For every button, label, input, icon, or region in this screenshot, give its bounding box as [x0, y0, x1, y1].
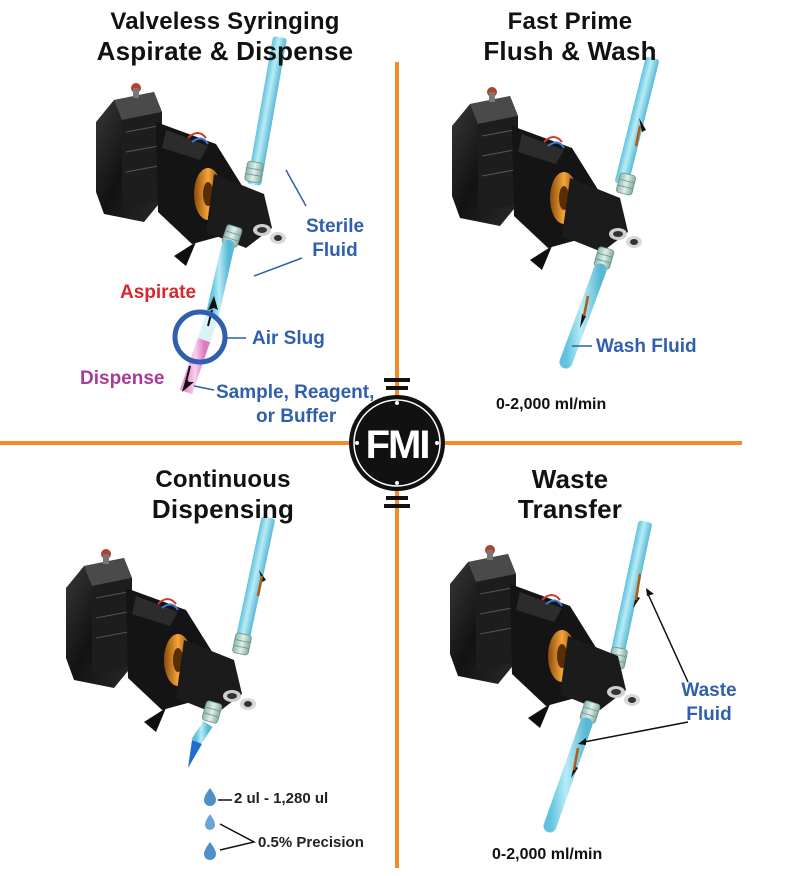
- bottom-right-title-line2: Transfer: [517, 494, 623, 524]
- waste-fluid-label-line2: Fluid: [686, 704, 732, 725]
- aspirate-label: Aspirate: [120, 282, 197, 303]
- droplet-icon: [205, 814, 215, 830]
- air-slug-ring: [172, 309, 228, 365]
- fmi-logo-text: FMI: [366, 423, 429, 467]
- air-slug-label: Air Slug: [252, 328, 325, 349]
- top-right-title-line1: Fast Prime: [507, 8, 633, 35]
- top-right-illustration: [451, 56, 659, 369]
- top-left-illustration: [95, 36, 307, 395]
- top-right-flow-rate: 0-2,000 ml/min: [496, 396, 607, 413]
- bottom-left-title-line2: Dispensing: [151, 494, 295, 524]
- top-left-title-line2: Aspirate & Dispense: [96, 36, 354, 66]
- droplet-icon: [204, 842, 216, 860]
- dispense-label: Dispense: [80, 368, 165, 389]
- volume-range-label: 2 ul - 1,280 ul: [234, 790, 329, 807]
- sterile-fluid-label-line2: Fluid: [312, 240, 358, 261]
- bottom-right-flow-rate: 0-2,000 ml/min: [492, 846, 603, 863]
- bottom-left-title-line1: Continuous: [155, 466, 291, 493]
- wash-fluid-label: Wash Fluid: [596, 336, 697, 357]
- top-right-title-line2: Flush & Wash: [483, 36, 657, 66]
- waste-fluid-label-line1: Waste: [681, 680, 737, 701]
- top-left-title-line1: Valveless Syringing: [110, 8, 340, 35]
- bottom-right-illustration: [449, 520, 689, 833]
- bottom-right-title-line1: Waste: [531, 464, 609, 494]
- sample-label-line2: or Buffer: [256, 406, 337, 427]
- bottom-left-illustration: [65, 516, 275, 860]
- droplet-icon: [204, 788, 216, 806]
- fmi-logo: FMI: [349, 378, 445, 508]
- precision-label: 0.5% Precision: [258, 834, 364, 851]
- sterile-fluid-label-line1: Sterile: [305, 216, 365, 237]
- sample-label-line1: Sample, Reagent,: [216, 382, 375, 403]
